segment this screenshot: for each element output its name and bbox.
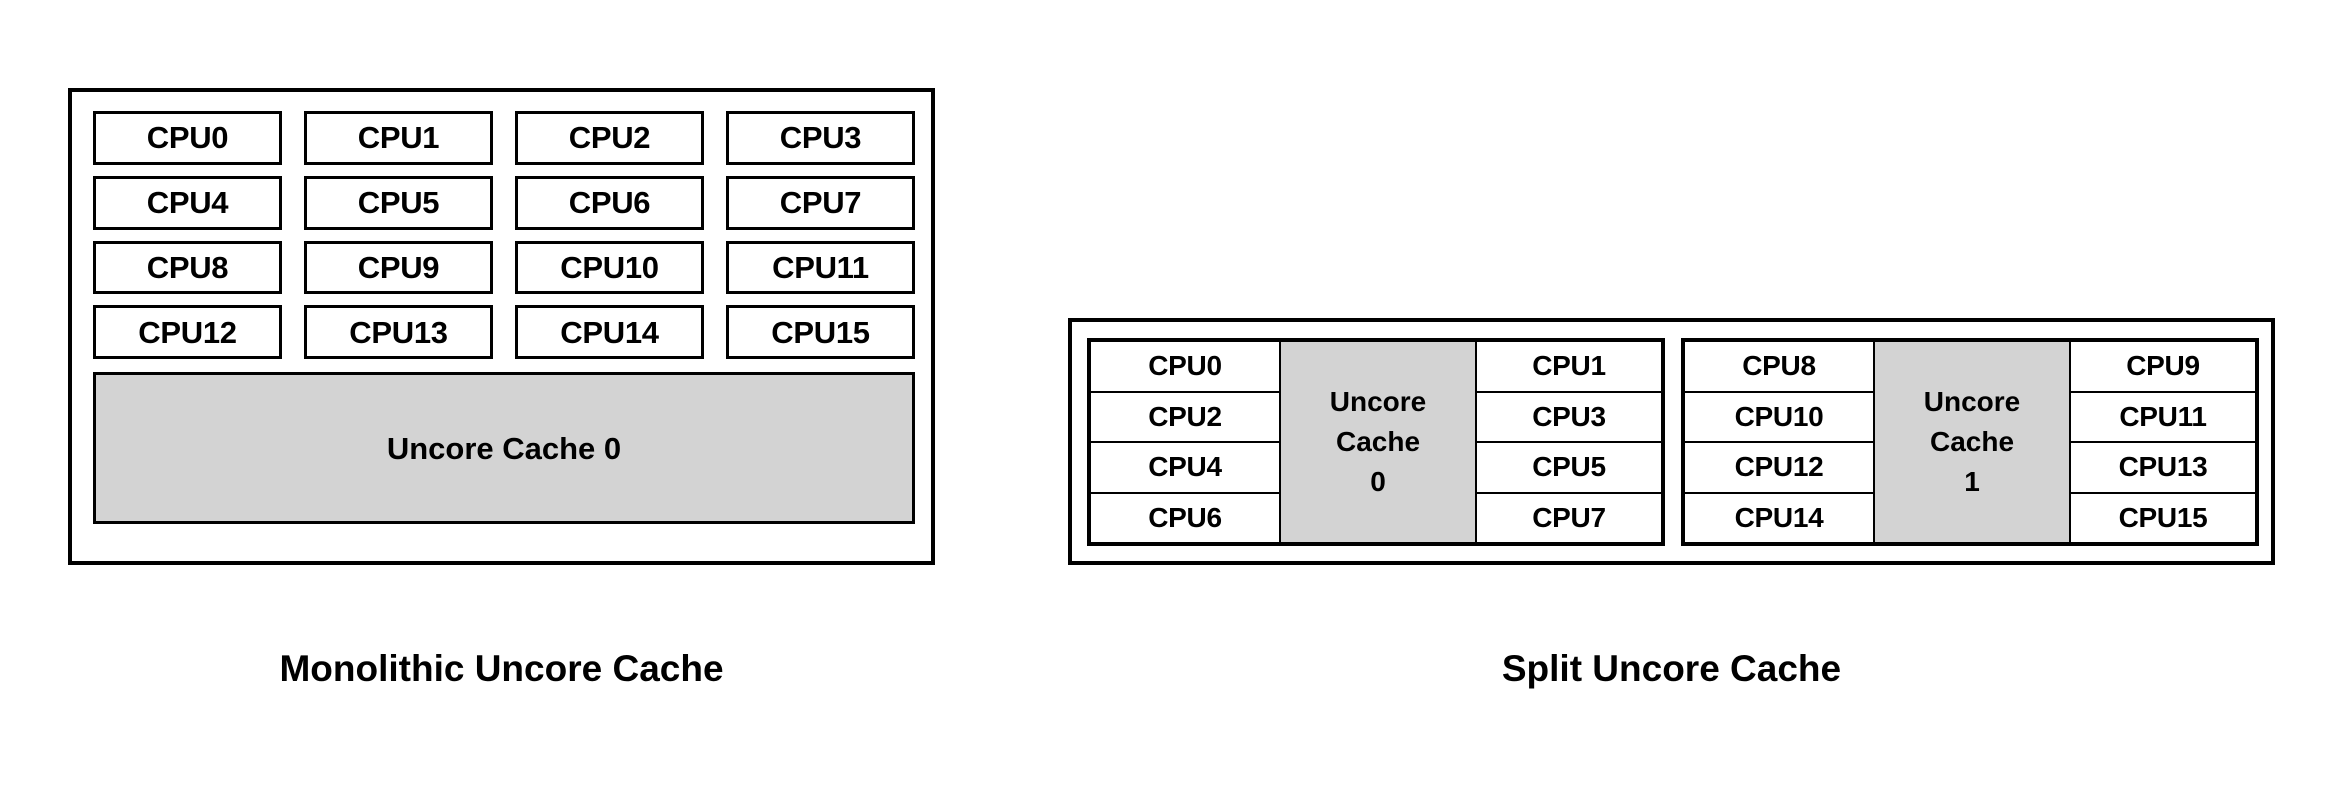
uncore-cache-line-2: Cache — [1929, 426, 2015, 458]
cpu-label: CPU5 — [1532, 451, 1606, 483]
cpu-cell-g0-b2: CPU5 — [1475, 441, 1663, 494]
cpu-cell-12: CPU12 — [93, 305, 282, 359]
cpu-label: CPU8 — [146, 249, 229, 285]
cpu-cell-g1-b3: CPU15 — [2069, 491, 2257, 544]
cpu-cell-10: CPU10 — [515, 240, 704, 295]
cpu-label: CPU1 — [357, 120, 440, 156]
cpu-cell-2: CPU2 — [515, 111, 704, 165]
cpu-label: CPU4 — [146, 185, 229, 221]
cpu-label: CPU13 — [2118, 451, 2208, 483]
cpu-label: CPU3 — [779, 120, 862, 156]
caption-split-uncore-cache: Split Uncore Cache — [1501, 648, 1842, 689]
cpu-label: CPU15 — [2118, 501, 2208, 533]
uncore-cache-block-0: Uncore Cache 0 — [93, 372, 915, 524]
split-cache-group-0: CPU0 Uncore Cache 0 CPU1 CPU2 CPU3 CPU4 … — [1087, 338, 1665, 546]
cpu-cell-g0-a1: CPU2 — [1089, 390, 1281, 443]
cpu-label: CPU14 — [1734, 501, 1824, 533]
cpu-cell-g1-b1: CPU11 — [2069, 390, 2257, 443]
split-cache-group-1: CPU8 Uncore Cache 1 CPU9 CPU10 CPU11 CPU… — [1681, 338, 2259, 546]
cpu-label: CPU0 — [1148, 350, 1222, 382]
cpu-cell-1: CPU1 — [304, 111, 493, 165]
cpu-label: CPU13 — [349, 314, 448, 350]
cpu-cell-14: CPU14 — [515, 305, 704, 359]
cpu-cell-g0-b0: CPU1 — [1475, 340, 1663, 393]
monolithic-cpu-grid: CPU0 CPU1 CPU2 CPU3 CPU4 CPU5 CPU6 CPU7 … — [93, 111, 915, 359]
cpu-label: CPU0 — [146, 120, 229, 156]
cpu-label: CPU14 — [560, 314, 659, 350]
cpu-cell-9: CPU9 — [304, 240, 493, 295]
cpu-label: CPU15 — [771, 314, 870, 350]
uncore-cache-block-1: Uncore Cache 1 — [1873, 340, 2071, 544]
uncore-cache-block-0: Uncore Cache 0 — [1279, 340, 1477, 544]
cpu-label: CPU8 — [1742, 350, 1816, 382]
cpu-label: CPU11 — [772, 249, 869, 285]
monolithic-uncore-cache-panel: CPU0 CPU1 CPU2 CPU3 CPU4 CPU5 CPU6 CPU7 … — [68, 88, 935, 565]
cpu-cell-g1-b0: CPU9 — [2069, 340, 2257, 393]
cpu-label: CPU6 — [568, 185, 651, 221]
cpu-label: CPU9 — [357, 249, 440, 285]
uncore-cache-line-1: Uncore — [1923, 386, 2021, 418]
cpu-label: CPU1 — [1532, 350, 1606, 382]
cpu-cell-15: CPU15 — [726, 305, 915, 359]
cpu-label: CPU6 — [1148, 501, 1222, 533]
cpu-cell-8: CPU8 — [93, 240, 282, 295]
cpu-cell-g1-a1: CPU10 — [1683, 390, 1875, 443]
cpu-cell-7: CPU7 — [726, 175, 915, 230]
cpu-cell-13: CPU13 — [304, 305, 493, 359]
cpu-cell-g1-a2: CPU12 — [1683, 441, 1875, 494]
split-uncore-cache-panel: CPU0 Uncore Cache 0 CPU1 CPU2 CPU3 CPU4 … — [1068, 318, 2275, 565]
cpu-label: CPU10 — [560, 249, 659, 285]
cpu-label: CPU9 — [2126, 350, 2200, 382]
cpu-label: CPU12 — [138, 314, 237, 350]
cpu-cell-g0-a0: CPU0 — [1089, 340, 1281, 393]
cpu-cell-g0-b1: CPU3 — [1475, 390, 1663, 443]
cpu-cell-g0-a3: CPU6 — [1089, 491, 1281, 544]
cpu-label: CPU2 — [1148, 400, 1222, 432]
cpu-cell-g0-a2: CPU4 — [1089, 441, 1281, 494]
cpu-label: CPU12 — [1734, 451, 1824, 483]
cpu-cell-11: CPU11 — [726, 240, 915, 295]
uncore-cache-line-2: Cache — [1335, 426, 1421, 458]
caption-monolithic-uncore-cache: Monolithic Uncore Cache — [279, 648, 724, 689]
cpu-cell-6: CPU6 — [515, 175, 704, 230]
cpu-cell-5: CPU5 — [304, 175, 493, 230]
uncore-cache-label: Uncore Cache 0 — [386, 430, 622, 466]
cpu-label: CPU4 — [1148, 451, 1222, 483]
cpu-cell-g0-b3: CPU7 — [1475, 491, 1663, 544]
cpu-cell-g1-a3: CPU14 — [1683, 491, 1875, 544]
uncore-cache-line-1: Uncore — [1329, 386, 1427, 418]
cpu-label: CPU3 — [1532, 400, 1606, 432]
cpu-label: CPU7 — [1532, 501, 1606, 533]
cpu-label: CPU10 — [1734, 400, 1824, 432]
cpu-label: CPU11 — [2119, 400, 2207, 432]
cpu-cell-g1-b2: CPU13 — [2069, 441, 2257, 494]
cpu-label: CPU5 — [357, 185, 440, 221]
cpu-label: CPU7 — [779, 185, 862, 221]
cpu-cell-0: CPU0 — [93, 111, 282, 165]
cpu-cell-3: CPU3 — [726, 111, 915, 165]
cpu-label: CPU2 — [568, 120, 651, 156]
uncore-cache-line-3: 0 — [1370, 465, 1386, 497]
cpu-cell-4: CPU4 — [93, 175, 282, 230]
cpu-cell-g1-a0: CPU8 — [1683, 340, 1875, 393]
uncore-cache-line-3: 1 — [1964, 465, 1980, 497]
